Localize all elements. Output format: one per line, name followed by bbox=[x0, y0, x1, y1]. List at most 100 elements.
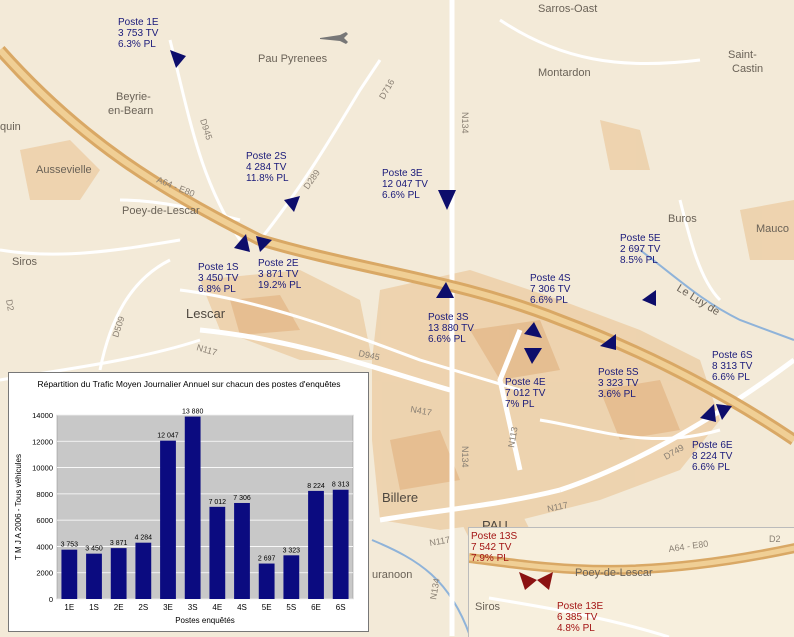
arrow-poste-2s bbox=[284, 196, 300, 212]
y-tick-label: 2000 bbox=[36, 569, 53, 578]
chart-title: Répartition du Trafic Moyen Journalier A… bbox=[37, 379, 340, 389]
y-tick-label: 0 bbox=[49, 595, 53, 604]
value-label-3S: 13 880 bbox=[182, 409, 204, 416]
poste-tv: 7 306 TV bbox=[530, 284, 571, 295]
place-saint-castin-1: Saint- bbox=[728, 49, 757, 61]
place-juranoon: uranoon bbox=[372, 569, 412, 581]
road-label-n113: N113 bbox=[506, 426, 519, 448]
place-lescar: Lescar bbox=[186, 306, 226, 321]
value-label-5S: 3 323 bbox=[283, 547, 301, 554]
arrow-poste-5s bbox=[600, 334, 616, 350]
road-label-n117c: N117 bbox=[429, 534, 451, 547]
poste-pl: 4.8% PL bbox=[557, 623, 595, 634]
plot-area bbox=[56, 414, 354, 600]
arrow-poste-5e bbox=[642, 290, 656, 306]
place-buros: Buros bbox=[668, 213, 697, 225]
value-label-1S: 3 450 bbox=[85, 546, 103, 553]
road-label-n134b: N134 bbox=[460, 446, 470, 468]
poste-tv: 4 284 TV bbox=[246, 162, 287, 173]
poste-tv: 8 224 TV bbox=[692, 451, 733, 462]
poste-label-5s: Poste 5S 3 323 TV 3.6% PL bbox=[598, 367, 639, 400]
place-montardon: Montardon bbox=[538, 67, 591, 79]
x-tick-label-5E: 5E bbox=[262, 603, 272, 612]
poste-label-2s: Poste 2S 4 284 TV 11.8% PL bbox=[246, 151, 289, 184]
poste-name: Poste 2S bbox=[246, 151, 287, 162]
road-label-d945b: D945 bbox=[358, 348, 381, 362]
y-tick-label: 12000 bbox=[32, 437, 53, 446]
grid-lines bbox=[57, 414, 353, 600]
poste-pl: 6.8% PL bbox=[198, 284, 236, 295]
poste-name: Poste 1E bbox=[118, 17, 159, 28]
poste-name: Poste 1S bbox=[198, 262, 239, 273]
poste-name: Poste 4E bbox=[505, 377, 546, 388]
x-tick-label-4S: 4S bbox=[237, 603, 247, 612]
x-tick-label-6S: 6S bbox=[336, 603, 346, 612]
bar-4S bbox=[234, 502, 250, 599]
poste-name: Poste 6S bbox=[712, 350, 753, 361]
poste-tv: 6 385 TV bbox=[557, 612, 598, 623]
poste-label-3s: Poste 3S 13 880 TV 6.6% PL bbox=[428, 312, 474, 345]
place-beyrie-2: en-Bearn bbox=[108, 105, 153, 117]
poste-label-3e: Poste 3E 12 047 TV 6.6% PL bbox=[382, 168, 428, 201]
y-tick-label: 4000 bbox=[36, 542, 53, 551]
arrow-poste-1s bbox=[234, 234, 250, 252]
poste-name: Poste 3S bbox=[428, 312, 469, 323]
poste-label-13e: Poste 13E 6 385 TV 4.8% PL bbox=[557, 601, 603, 634]
rivers bbox=[371, 249, 794, 636]
place-siros: Siros bbox=[12, 256, 38, 268]
arrow-poste-13s bbox=[519, 572, 537, 590]
poste-label-13s: Poste 13S 7 542 TV 7.9% PL bbox=[471, 531, 517, 564]
poste-tv: 3 753 TV bbox=[118, 28, 159, 39]
poste-tv: 12 047 TV bbox=[382, 179, 428, 190]
inset-map: Siros Poey-de-Lescar A64 - E80 D2 Poste … bbox=[468, 527, 794, 637]
poste-tv: 7 542 TV bbox=[471, 542, 512, 553]
poste-pl: 6.6% PL bbox=[712, 372, 750, 383]
poste-name: Poste 13S bbox=[471, 531, 518, 542]
x-tick-label-5S: 5S bbox=[286, 603, 296, 612]
x-tick-label-4E: 4E bbox=[212, 603, 222, 612]
poste-name: Poste 13E bbox=[557, 601, 604, 612]
poste-tv: 2 697 TV bbox=[620, 244, 661, 255]
poste-label-2e: Poste 2E 3 871 TV 19.2% PL bbox=[258, 258, 301, 291]
airport-icon bbox=[320, 32, 348, 44]
arrow-poste-6s bbox=[716, 404, 732, 420]
road-label-n117b: N117 bbox=[546, 500, 568, 514]
poste-name: Poste 5E bbox=[620, 233, 661, 244]
poste-label-4e: Poste 4E 7 012 TV 7% PL bbox=[505, 377, 546, 410]
y-tick-label: 14000 bbox=[32, 411, 53, 420]
poste-pl: 6.6% PL bbox=[382, 190, 420, 201]
inset-place-poey-de-lescar: Poey-de-Lescar bbox=[575, 567, 653, 579]
poste-pl: 6.6% PL bbox=[428, 334, 466, 345]
value-label-5E: 2 697 bbox=[258, 556, 276, 563]
place-quin: quin bbox=[0, 121, 21, 133]
urban-areas bbox=[20, 120, 794, 540]
arrow-poste-3e bbox=[438, 190, 456, 210]
poste-name: Poste 5S bbox=[598, 367, 639, 378]
poste-tv: 7 012 TV bbox=[505, 388, 546, 399]
y-tick-label: 6000 bbox=[36, 516, 53, 525]
value-label-4E: 7 012 bbox=[209, 499, 227, 506]
value-label-2S: 4 284 bbox=[135, 535, 153, 542]
arrow-poste-4e bbox=[524, 348, 542, 364]
place-aussevielle: Aussevielle bbox=[36, 164, 92, 176]
x-tick-label-3E: 3E bbox=[163, 603, 173, 612]
poste-label-6s: Poste 6S 8 313 TV 6.6% PL bbox=[712, 350, 753, 383]
x-tick-label-2E: 2E bbox=[114, 603, 124, 612]
poste-tv: 3 450 TV bbox=[198, 273, 239, 284]
bar-5S bbox=[283, 555, 300, 599]
poste-pl: 6.6% PL bbox=[530, 295, 568, 306]
bar-3S bbox=[184, 416, 201, 599]
bar-2E bbox=[110, 548, 127, 599]
poste-tv: 13 880 TV bbox=[428, 323, 474, 334]
road-label-n417: N417 bbox=[410, 404, 433, 418]
poste-tv: 3 871 TV bbox=[258, 269, 299, 280]
x-tick-label-1E: 1E bbox=[64, 603, 74, 612]
road-label-d2: D2 bbox=[4, 299, 16, 312]
x-axis-label: Postes enquêtés bbox=[175, 616, 235, 625]
poste-name: Poste 6E bbox=[692, 440, 733, 451]
road-label-n134a: N134 bbox=[460, 112, 470, 134]
place-mauco: Mauco bbox=[756, 223, 789, 235]
place-sarros-oast: Sarros-Oast bbox=[538, 3, 597, 15]
